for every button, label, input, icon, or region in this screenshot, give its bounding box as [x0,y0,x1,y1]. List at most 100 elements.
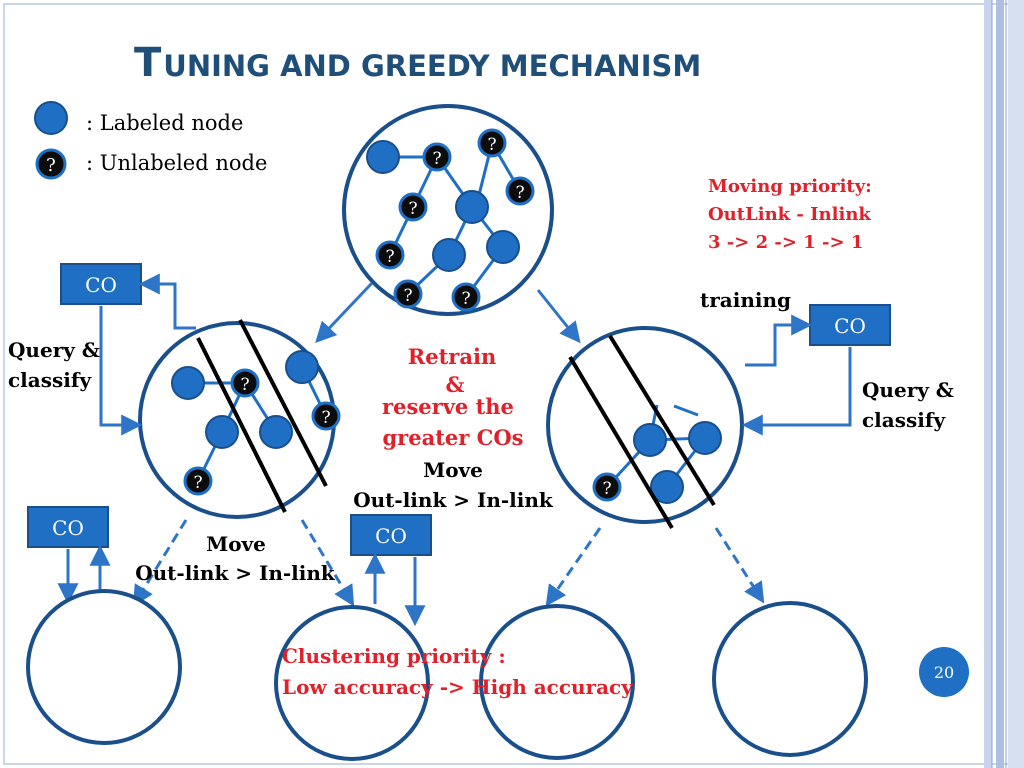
svg-text:CO: CO [52,516,84,540]
svg-text:Clustering priority :: Clustering priority : [282,644,506,668]
dashed-arrow [714,527,765,604]
svg-text:?: ? [403,286,412,306]
legend-labeled-label: : Labeled node [86,111,243,135]
right-margin-stripes [984,0,1024,768]
top-unlabeled-node: ? [422,142,452,172]
right-cluster-to-co-arrow [745,314,813,367]
dashed-split-arrows [132,519,765,607]
query-right-note: Query & classify [862,378,954,432]
svg-text:?: ? [408,199,417,219]
left-cluster: ? ? ? [138,319,341,519]
svg-text:OutLink - Inlink: OutLink - Inlink [708,204,871,225]
legend-unlabeled-node-icon [35,148,67,180]
moving-priority: Moving priority: OutLink - Inlink 3 -> 2… [708,176,872,253]
svg-text:Out-link > In-link: Out-link > In-link [353,488,554,512]
right-labeled-node [688,421,722,455]
co-to-left-cluster-arrow [99,306,143,436]
split-arrow-left [315,281,374,344]
svg-text:3 -> 2 -> 1 -> 1: 3 -> 2 -> 1 -> 1 [708,232,863,253]
top-unlabeled-node: ? [375,240,405,270]
svg-text:?: ? [487,135,496,155]
svg-text:Move: Move [206,532,266,556]
bottom-cluster-circle [712,601,868,757]
svg-text:?: ? [193,473,202,493]
svg-text:?: ? [461,289,470,309]
svg-text:greater COs: greater COs [383,425,524,450]
svg-text:CO: CO [375,524,407,548]
top-cluster: ? ? ? ? ? ? ? [342,104,554,316]
svg-text:CO: CO [85,273,117,297]
training-label: training [700,288,791,312]
left-unlabeled-node: ? [183,466,213,496]
legend-unlabeled-label: : Unlabeled node [86,151,267,175]
top-labeled-node [366,140,400,174]
svg-text:?: ? [385,247,394,267]
svg-text:?: ? [602,479,611,499]
svg-text:20: 20 [934,663,954,682]
move-center-note: Move Out-link > In-link [353,458,554,512]
svg-text:&: & [446,372,465,397]
left-labeled-node [205,415,239,449]
left-cluster-to-co-arrow [138,273,196,330]
co-to-right-cluster-arrow [741,347,852,436]
right-cut-line [568,355,674,530]
co-box-bottom-left: CO [27,506,109,548]
svg-text:Moving priority:: Moving priority: [708,176,872,197]
bottom-cluster-circle [26,589,182,745]
top-unlabeled-node: ? [505,176,535,206]
svg-text:Out-link > In-link: Out-link > In-link [135,561,336,585]
top-labeled-node [486,230,520,264]
left-labeled-node [171,366,205,400]
co-box-bottom-center: CO [350,514,432,556]
svg-text:Query &: Query & [862,378,954,402]
svg-text:classify: classify [862,408,946,432]
split-arrow-right [536,289,581,344]
co-box-right-top: CO [809,304,891,346]
svg-text:Move: Move [423,458,483,482]
top-unlabeled-node: ? [477,128,507,158]
left-unlabeled-node: ? [230,368,260,398]
legend: : Labeled node ? : Unlabeled node [34,101,267,180]
bottom-cluster-circle [274,605,430,761]
right-unlabeled-node: ? [592,472,622,502]
svg-text:CO: CO [834,314,866,338]
bottom-cluster-circle [479,604,635,760]
dashed-arrow [545,527,602,607]
top-cluster-circle [342,104,554,316]
right-cluster: ? [546,326,744,530]
svg-text:?: ? [515,183,524,203]
right-cut-line [608,334,716,507]
svg-text:?: ? [321,408,330,428]
top-labeled-node [455,190,489,224]
left-unlabeled-node: ? [311,401,341,431]
svg-text:classify: classify [8,368,92,392]
legend-labeled-node-icon [34,101,68,135]
left-cut-line [238,319,328,487]
move-left-note: Move Out-link > In-link [135,532,336,585]
right-labeled-node [650,470,684,504]
left-labeled-node [259,415,293,449]
retrain-note: Retrain & reserve the greater COs [382,344,523,450]
svg-text:Low accuracy -> High accuracy: Low accuracy -> High accuracy [282,675,634,699]
left-cut-line [196,337,287,513]
svg-text:?: ? [240,375,249,395]
query-left-note: Query & classify [8,338,100,392]
svg-text:?: ? [432,149,441,169]
right-labeled-node [633,423,667,457]
svg-text:Query &: Query & [8,338,100,362]
top-unlabeled-node: ? [451,282,481,312]
top-unlabeled-node: ? [393,279,423,309]
co-box-left-top: CO [60,263,142,305]
dashed-arrow [132,519,188,607]
dashed-arrow [300,519,355,607]
page-number-badge: 20 [919,647,969,697]
svg-text:reserve the: reserve the [382,394,514,419]
slide-title: TUNING AND GREEDY MECHANISM [134,40,701,86]
top-labeled-node [432,238,466,272]
top-unlabeled-node: ? [398,192,428,222]
clustering-priority-note: Clustering priority : Low accuracy -> Hi… [282,644,634,699]
legend-unlabeled-mark: ? [46,155,56,176]
svg-text:Retrain: Retrain [408,344,496,369]
left-labeled-node [285,350,319,384]
